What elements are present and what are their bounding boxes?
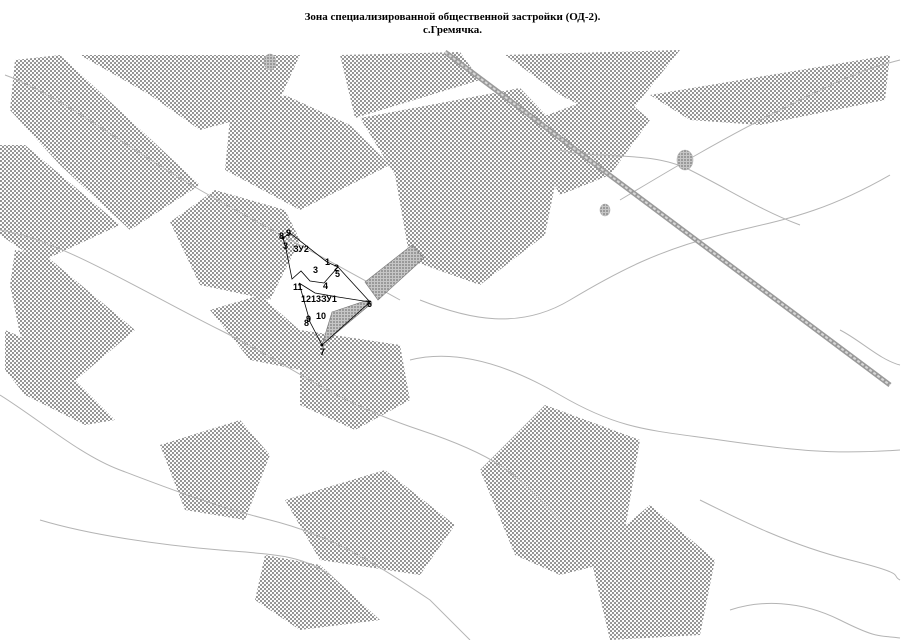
water-east: [676, 149, 694, 171]
map-title-line1: Зона специализированной общественной зас…: [304, 11, 601, 23]
point-label: 3: [283, 241, 288, 251]
block-south-3: [255, 555, 380, 630]
water-features: [263, 53, 694, 217]
block-west-1: [10, 55, 200, 230]
block-north-1: [80, 55, 300, 130]
road-outline-10: [729, 603, 901, 639]
zone-od2: [321, 244, 425, 346]
water-mid: [599, 203, 611, 217]
point-label: 10: [316, 311, 326, 321]
point-label: 8: [304, 318, 309, 328]
road-outline-7: [559, 149, 801, 226]
point-label: 4: [323, 281, 328, 291]
block-south-2: [285, 470, 455, 575]
block-south-1: [160, 420, 270, 520]
road-outline-5: [409, 355, 901, 453]
block-north-2: [340, 52, 480, 118]
point-label: 3: [313, 265, 318, 275]
block-southeast-1: [480, 405, 640, 575]
water-north: [263, 53, 277, 71]
point-labels: 8 9 3 ЗУ2 1 2 3 5 4 11 12 13 ЗУ1 6 10 9 …: [279, 228, 372, 357]
block-east-1: [520, 90, 650, 195]
point-label: 9: [286, 228, 291, 238]
point-label: 13: [311, 294, 321, 304]
point-label: 12: [301, 294, 311, 304]
block-southwest: [5, 330, 115, 425]
parcel-label-zu2: ЗУ2: [293, 244, 309, 254]
block-center-south: [210, 295, 305, 370]
point-label: 6: [367, 299, 372, 309]
map-canvas: 8 9 3 ЗУ2 1 2 3 5 4 11 12 13 ЗУ1 6 10 9 …: [0, 49, 901, 640]
parcel-boundaries: [282, 232, 371, 346]
road-outline-6: [619, 59, 901, 201]
point-label: 8: [279, 231, 284, 241]
point-label: 2: [334, 263, 339, 273]
point-label: 11: [293, 282, 303, 292]
point-label: 5: [335, 269, 340, 279]
block-center-north: [225, 95, 390, 210]
block-center-large: [360, 88, 565, 285]
block-west-2: [0, 145, 120, 262]
block-northeast: [650, 55, 890, 125]
block-center-mid: [170, 190, 300, 300]
road-outlines: [0, 59, 901, 640]
road-outline-3: [0, 394, 471, 640]
point-label: 1: [325, 257, 330, 267]
road-outline-8: [39, 519, 331, 576]
zone-strip: [364, 244, 425, 301]
map-title: Зона специализированной общественной зас…: [0, 11, 905, 37]
point-label: 7: [320, 347, 325, 357]
parcel-zu2-boundary: [282, 232, 339, 284]
point-label: 9: [306, 314, 311, 324]
road-outline-4: [419, 174, 891, 320]
road-outline-9: [699, 499, 901, 581]
boundary-link: [337, 266, 371, 303]
block-south-center: [300, 330, 410, 430]
road-outline-1: [4, 74, 401, 301]
map-title-line2: с.Гремячка.: [422, 24, 482, 36]
parcel-label-zu1: ЗУ1: [321, 294, 337, 304]
road-outline-11: [839, 329, 901, 366]
hatched-blocks: [0, 50, 890, 640]
road-outline-2: [0, 229, 561, 521]
block-southeast-2: [590, 505, 715, 640]
railway: [443, 49, 892, 388]
block-north-3: [505, 50, 680, 125]
